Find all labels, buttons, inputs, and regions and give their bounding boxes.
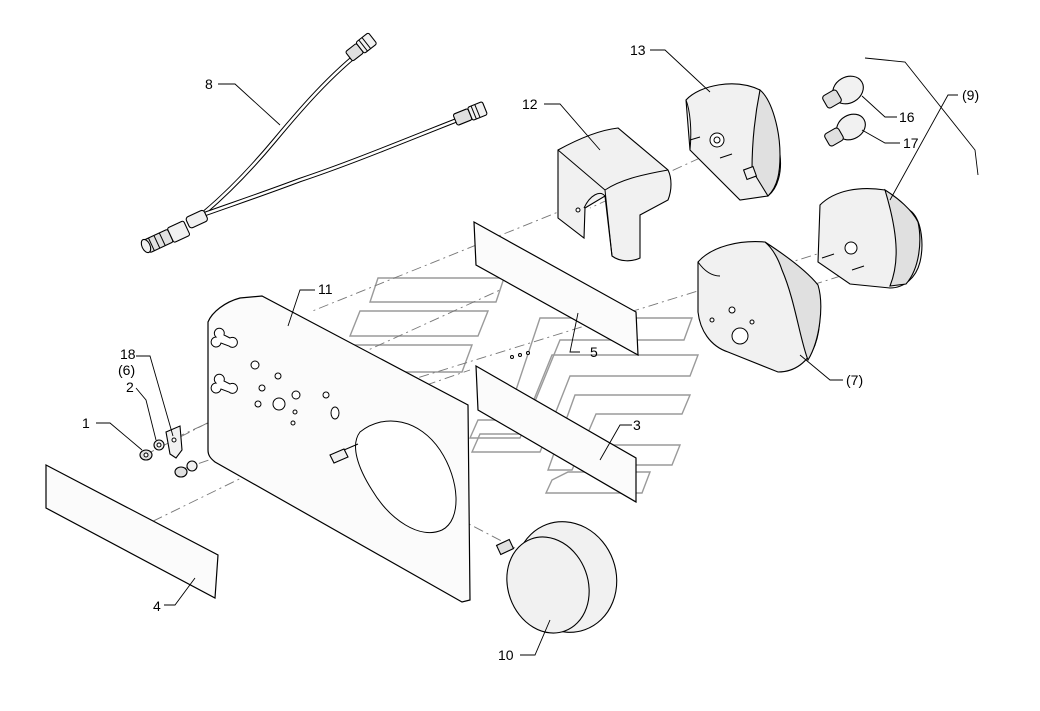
callout-6: (6) <box>118 362 135 378</box>
callout-13: 13 <box>630 42 646 58</box>
callout-10: 10 <box>498 647 514 663</box>
label-plate <box>45 464 219 599</box>
bulb-16 <box>822 75 864 109</box>
gasket-plate-5 <box>473 220 639 357</box>
lamp-9 <box>817 188 923 289</box>
callout-9: (9) <box>962 87 979 103</box>
callout-7: (7) <box>846 372 863 388</box>
callout-11: 11 <box>318 281 333 297</box>
callout-18: 18 <box>120 346 136 362</box>
callout-8: 8 <box>205 76 213 92</box>
callout-5: 5 <box>590 344 598 360</box>
gasket-plate-3 <box>475 364 637 504</box>
callout-16: 16 <box>899 109 915 125</box>
cable-harness <box>140 32 488 254</box>
callout-12: 12 <box>522 96 538 112</box>
callouts: 8 12 13 (9) 16 17 11 5 (7) 3 4 1 2 18 (6… <box>82 42 979 663</box>
mounting-plate <box>207 295 471 603</box>
bulb-17 <box>824 113 866 147</box>
tail-lamp-13 <box>685 83 782 201</box>
hardware-nut-washer-bracket <box>139 425 198 478</box>
gasket-dots <box>510 351 530 359</box>
round-lamp-10 <box>495 521 618 634</box>
callout-2: 2 <box>126 379 134 395</box>
callout-3: 3 <box>633 417 641 433</box>
callout-4: 4 <box>153 598 161 614</box>
lamp-bracket <box>557 127 672 262</box>
callout-17: 17 <box>903 135 919 151</box>
callout-1: 1 <box>82 415 90 431</box>
lamp-housing-7 <box>697 241 822 373</box>
leader-lines <box>96 49 979 656</box>
